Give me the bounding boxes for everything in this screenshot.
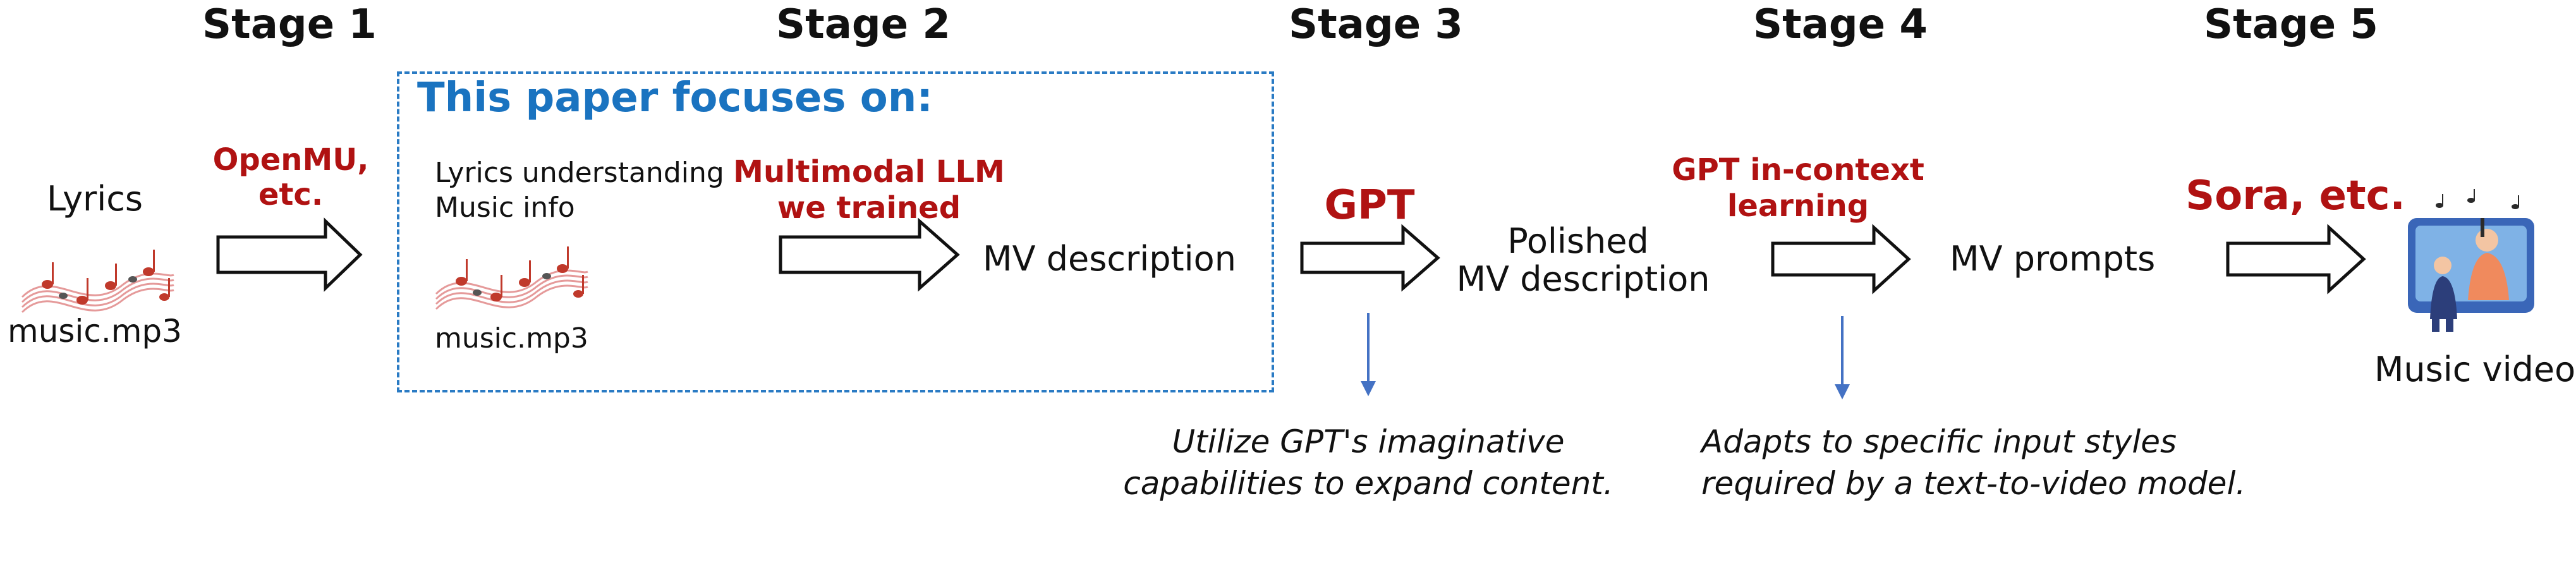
icl-note-line2: required by a text-to-video model. <box>1701 465 2246 502</box>
stage-4-header: Stage 4 <box>1753 1 1928 48</box>
stage-1-header: Stage 1 <box>202 1 377 48</box>
lyrics-understanding-label: Lyrics understanding <box>435 157 724 189</box>
focus-title: This paper focuses on: <box>417 75 933 121</box>
focus-region-box <box>397 71 1274 392</box>
lyrics-label: Lyrics <box>46 179 143 219</box>
gpt-note-line1: Utilize GPT's imaginative <box>1172 423 1565 460</box>
gpt-note-line2: capabilities to expand content. <box>1123 465 1613 502</box>
mv-description-label: MV description <box>983 239 1236 279</box>
mv-prompts-label: MV prompts <box>1950 239 2156 279</box>
multimodal-llm-label-line2: we trained <box>777 190 961 226</box>
stage-3-header: Stage 3 <box>1289 1 1463 48</box>
openmu-label-line1: OpenMU, <box>212 142 369 178</box>
multimodal-llm-label-line1: Multimodal LLM <box>733 154 1005 190</box>
stage-2-header: Stage 2 <box>776 1 951 48</box>
polished-label-line1: Polished <box>1507 221 1649 261</box>
gpt-label: GPT <box>1324 182 1415 229</box>
music-notes-icon <box>21 250 174 313</box>
music-video-icon <box>2408 189 2534 332</box>
music-notes-icon <box>435 246 588 310</box>
sora-label: Sora, etc. <box>2185 173 2405 219</box>
arrow-stage3 <box>1300 224 1440 292</box>
arrow-stage4 <box>1771 224 1911 295</box>
arrow-stage2 <box>779 217 960 292</box>
gpt-icl-label-line2: learning <box>1727 188 1869 224</box>
arrow-stage5 <box>2226 224 2366 295</box>
polished-label-line2: MV description <box>1456 259 1710 299</box>
music-file-label: music.mp3 <box>8 313 182 349</box>
focus-music-file-label: music.mp3 <box>435 322 588 355</box>
music-info-label: Music info <box>435 191 575 224</box>
music-video-label: Music video <box>2374 349 2576 389</box>
icl-note-line1: Adapts to specific input styles <box>1701 423 2177 460</box>
arrow-stage1 <box>216 217 363 292</box>
gpt-icl-label-line1: GPT in-context <box>1672 152 1924 188</box>
openmu-label-line2: etc. <box>258 177 324 212</box>
stage-5-header: Stage 5 <box>2204 1 2378 48</box>
